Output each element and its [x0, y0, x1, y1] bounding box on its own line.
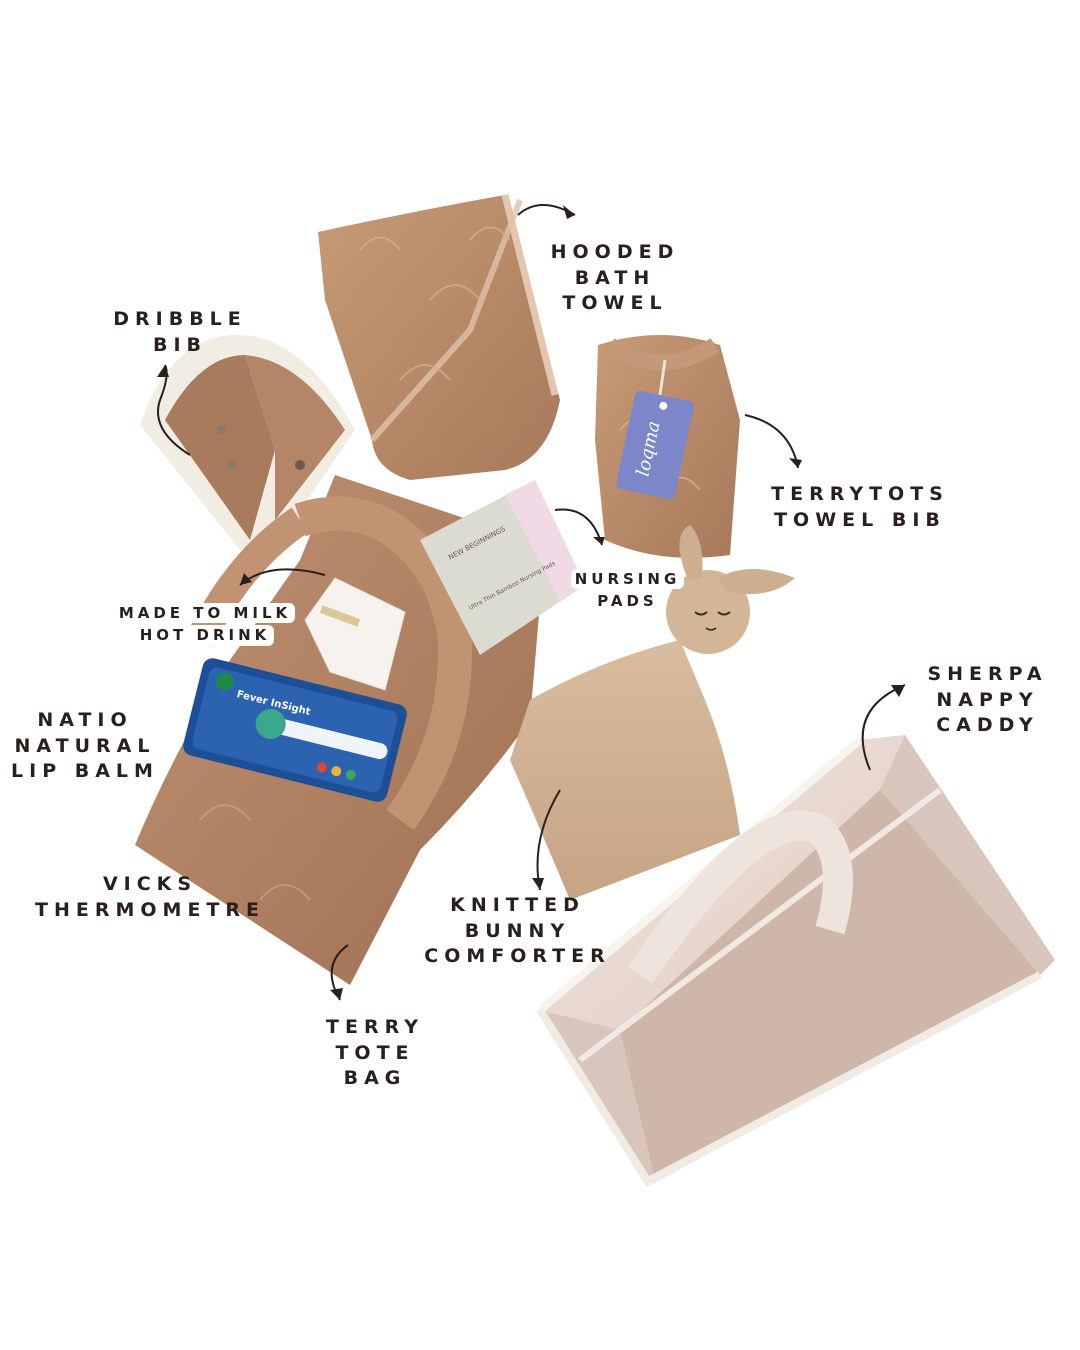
label-hooded-bath-towel: HOODED BATH TOWEL [535, 240, 695, 317]
label-dribble-bib: DRIBBLE BIB [95, 307, 265, 358]
arrow-heads [157, 205, 905, 1000]
arrow-sherpa [861, 684, 906, 771]
dribble-bib [140, 334, 355, 555]
label-natio-lip-balm: NATIO NATURAL LIP BALM [5, 708, 165, 785]
label-line: DRIBBLE [113, 308, 247, 330]
label-line: THERMOMETRE [35, 898, 265, 921]
nursing-pads-box: NEW BEGINNINGS Ultra Thin Bamboo Nursing… [420, 480, 585, 655]
knitted-bunny-comforter [510, 525, 795, 900]
label-terry-tote-bag: TERRY TOTE BAG [305, 1015, 445, 1092]
label-line: VICKS [102, 873, 198, 895]
label-line: TOWEL BIB [774, 508, 946, 531]
vicks-thermometer: Fever InSight [183, 658, 407, 802]
label-line: KNITTED [450, 894, 585, 916]
label-line: TERRY [326, 1016, 424, 1038]
label-line: BUNNY [464, 919, 571, 942]
label-line: NAPPY [936, 688, 1039, 711]
sherpa-nappy-caddy [536, 735, 1055, 1188]
arrow-terrytots [744, 414, 799, 469]
terrytots-towel-bib: loqma [595, 335, 740, 558]
label-made-to-milk: MADE TO MILK HOT DRINK [100, 602, 310, 647]
label-line: SHERPA [927, 663, 1048, 685]
label-line: MADE TO MILK [114, 603, 296, 624]
label-vicks-thermometre: VICKS THERMOMETRE [20, 872, 280, 923]
made-to-milk-sachet [304, 577, 406, 691]
label-nursing-pads: NURSING PADS [555, 568, 700, 613]
label-line: HOT DRINK [135, 625, 275, 646]
loqma-tag: loqma [616, 390, 694, 500]
label-terrytots-towel-bib: TERRYTOTS TOWEL BIB [755, 482, 965, 533]
label-line: BATH [574, 266, 656, 289]
label-line: BIB [152, 333, 208, 356]
label-line: BAG [343, 1067, 407, 1090]
label-line: TOTE [335, 1041, 415, 1064]
label-line: TERRYTOTS [771, 483, 949, 505]
label-line: TOWEL [562, 292, 668, 315]
label-sherpa-nappy-caddy: SHERPA NAPPY CADDY [915, 662, 1060, 739]
label-line: HOODED [550, 241, 680, 263]
label-line: COMFORTER [424, 945, 611, 968]
hooded-bath-towel [318, 194, 560, 480]
label-line: NATIO [37, 709, 133, 731]
label-line: NATURAL [14, 734, 156, 757]
label-line: CADDY [936, 714, 1039, 737]
label-line: NURSING [570, 569, 685, 590]
label-line: PADS [593, 591, 662, 612]
label-line: LIP BALM [11, 760, 159, 783]
label-knitted-bunny: KNITTED BUNNY COMFORTER [420, 893, 615, 970]
